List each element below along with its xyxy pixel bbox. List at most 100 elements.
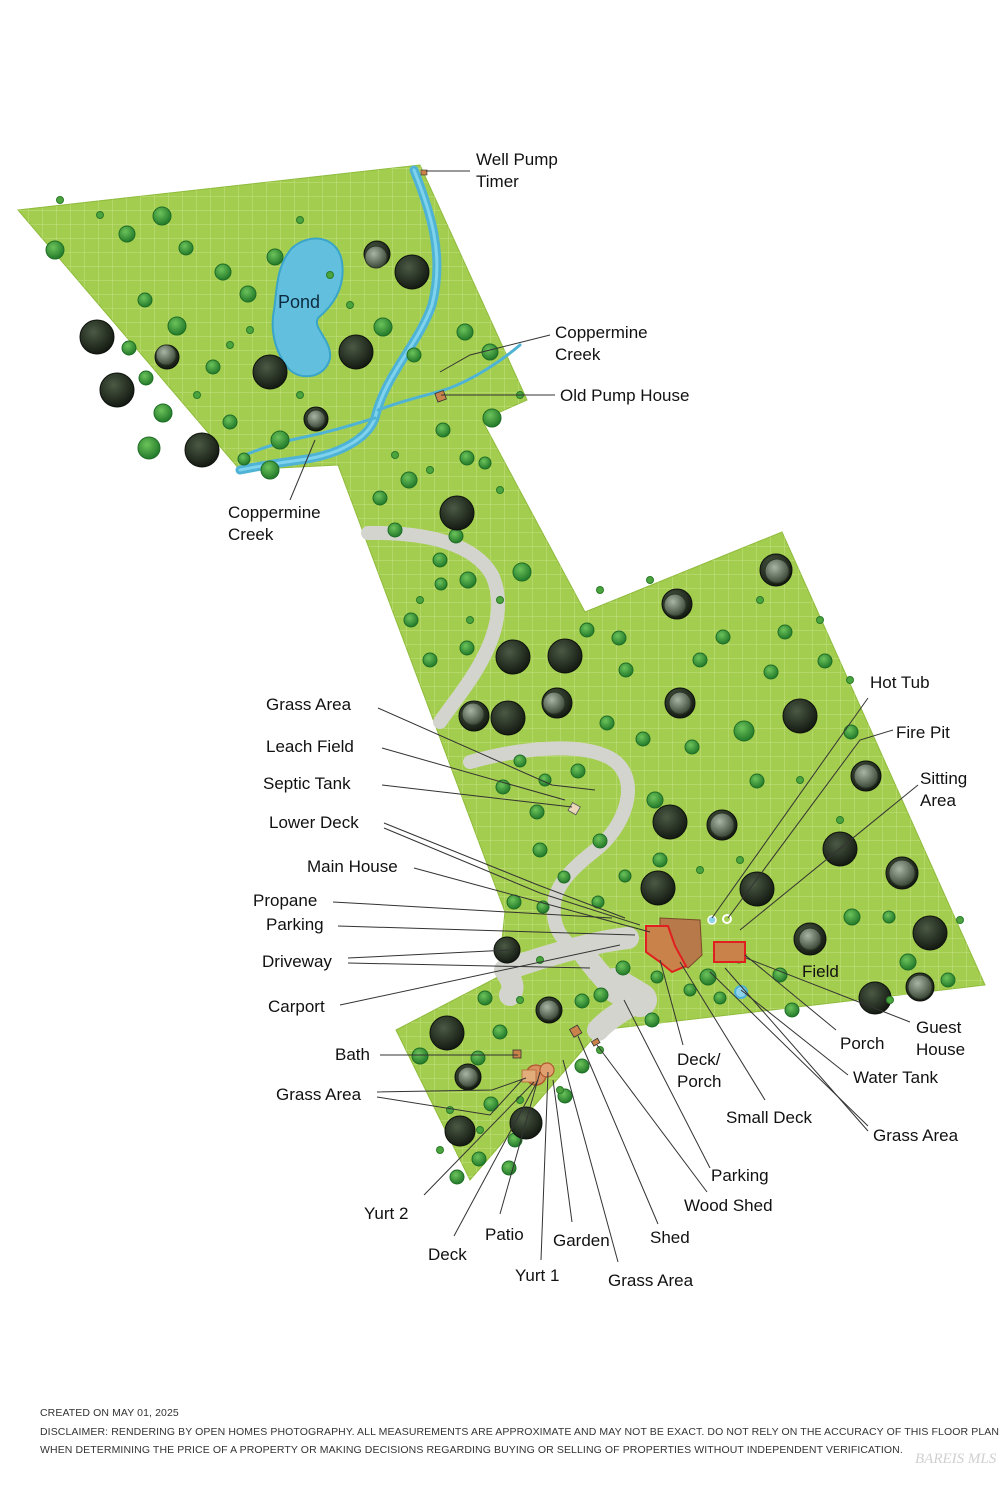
tree-green [579,622,595,638]
tree-dark [252,354,288,390]
label-well-pump-timer-line: Well Pump [476,150,558,169]
created-date: CREATED ON MAY 01, 2025 [40,1407,179,1419]
label-septic-tank-line: Septic Tank [263,774,351,793]
tree-green [403,612,419,628]
tree-green [843,724,859,740]
tree-green [615,960,631,976]
shrub [436,1146,444,1154]
tree-green [618,662,634,678]
label-grass-area-3: Grass Area [608,1271,694,1290]
tree-green [570,763,586,779]
pond-label: Pond [278,292,320,312]
shrub [646,576,654,584]
hot-tub-marker [707,915,717,925]
tree-dark [444,1115,476,1147]
tree-green [599,715,615,731]
tree-grey [907,974,933,1000]
tree-green [683,983,697,997]
label-driveway-line: Driveway [262,952,332,971]
tree-green [692,652,708,668]
shrub [56,196,64,204]
shrub [446,1106,454,1114]
shrub [426,466,434,474]
shrub [466,616,474,624]
tree-dark [652,804,688,840]
pond-water [271,237,344,378]
tree-green [373,317,393,337]
guest-house-building [713,941,746,963]
tree-green [513,754,527,768]
pond: Pond [271,237,344,378]
label-sitting-area-line: Sitting [920,769,967,788]
tree-dark [495,639,531,675]
tree-green [763,664,779,680]
tree-dark [184,432,220,468]
shrub [391,451,399,459]
tree-green [167,316,187,336]
label-wood-shed-line: Wood Shed [684,1196,773,1215]
tree-dark [429,1015,465,1051]
tree-green [529,804,545,820]
label-sitting-area-line: Area [920,791,956,810]
label-deck-porch-line: Porch [677,1072,721,1091]
tree-green [448,528,464,544]
label-deck-line: Deck [428,1245,467,1264]
disclaimer-line-1: DISCLAIMER: RENDERING BY OPEN HOMES PHOT… [40,1426,1000,1438]
field-label: Field [802,962,839,981]
shrub [886,996,894,1004]
label-coppermine-creek-bottom-line: Coppermine [228,503,321,522]
tree-green [400,471,418,489]
tree-green [470,1050,486,1066]
parking-pad [598,968,657,1017]
label-main-house-line: Main House [307,857,398,876]
tree-green [459,640,475,656]
shrub [756,596,764,604]
tree-green [843,908,861,926]
tree-green [471,1151,487,1167]
tree-green [777,624,793,640]
tree-grey [457,1066,479,1088]
tree-grey [461,702,485,726]
shrub [496,486,504,494]
tree-green [611,630,627,646]
tree-green [372,490,388,506]
tree-green [899,953,917,971]
tree-green [449,1169,465,1185]
label-leach-field: Leach Field [266,737,354,756]
tree-green [152,206,172,226]
label-water-tank: Water Tank [853,1068,939,1087]
label-shed: Shed [650,1228,690,1247]
label-coppermine-creek-top-line: Coppermine [555,323,648,342]
label-guest-house-line: Guest [916,1018,962,1037]
label-lower-deck-line: Lower Deck [269,813,359,832]
label-small-deck-line: Small Deck [726,1108,812,1127]
tree-green [784,1002,800,1018]
tree-green [652,852,668,868]
tree-green [512,562,532,582]
middle-driveway [463,741,635,962]
creek-branch [376,343,522,412]
tree-grey [668,691,692,715]
tree-green [574,1058,590,1074]
label-grass-area-3-line: Grass Area [608,1271,694,1290]
tree-green [266,248,284,266]
label-deck-porch-line: Deck/ [677,1050,721,1069]
shrub [346,301,354,309]
tree-grey [306,409,326,429]
label-leach-field-line: Leach Field [266,737,354,756]
tree-green [121,340,137,356]
tree-dark [858,981,892,1015]
coppermine-creek [235,165,522,475]
creek-branch-west [243,416,377,457]
tree-green [387,522,403,538]
tree-green [532,842,548,858]
label-septic-tank: Septic Tank [263,774,351,793]
yurt-1-building [539,1062,555,1078]
label-driveway: Driveway [262,952,332,971]
bath-building [512,1049,522,1059]
label-patio: Patio [485,1225,524,1244]
tree-green [432,552,448,568]
